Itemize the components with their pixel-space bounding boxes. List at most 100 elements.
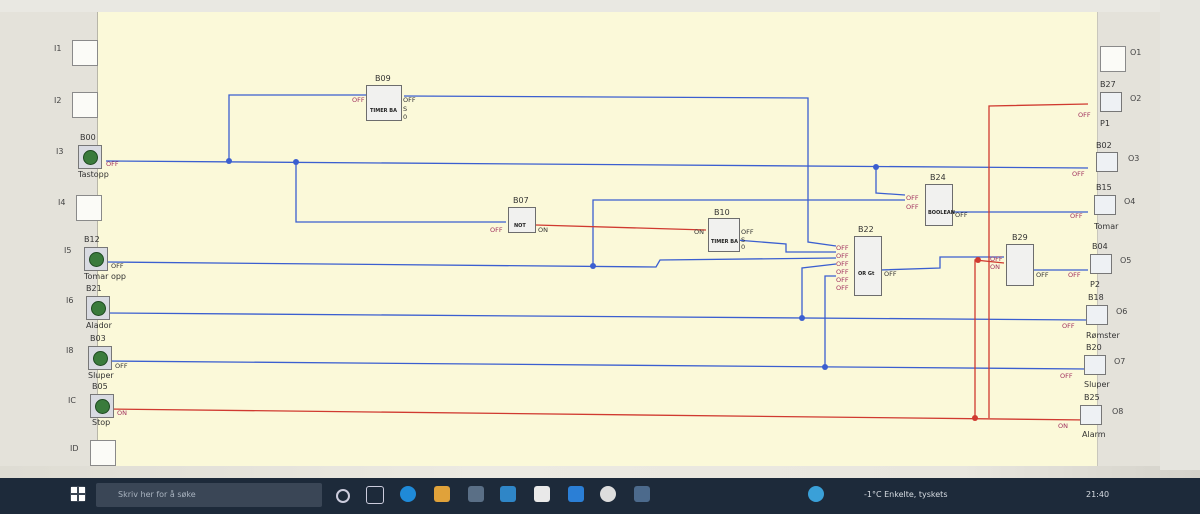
- signal-b03: OFF: [115, 362, 128, 370]
- block-id-b29: B29: [1012, 233, 1028, 242]
- pushbutton-b21[interactable]: [86, 296, 110, 320]
- signal-b10-out: OFF: [741, 228, 754, 236]
- timer-block-b09[interactable]: TIMER BA: [366, 85, 402, 121]
- search-placeholder: Skriv her for å søke: [118, 490, 196, 499]
- input-label-id: ID: [70, 444, 79, 453]
- output-icon-b02[interactable]: [1096, 152, 1118, 172]
- taskbar-search-box[interactable]: Skriv her for å søke: [96, 483, 322, 507]
- block-id-b25: B25: [1084, 393, 1100, 402]
- input-label-ic: IC: [68, 396, 76, 405]
- block-id-b20: B20: [1086, 343, 1102, 352]
- app-icon[interactable]: [600, 486, 616, 502]
- signal-b07-in: OFF: [490, 226, 503, 234]
- block-id-b09: B09: [375, 74, 391, 83]
- boolean-block-b24[interactable]: BOOLEAN: [925, 184, 955, 226]
- weather-icon[interactable]: [808, 486, 824, 502]
- caption-b27: P1: [1100, 119, 1110, 128]
- weather-text: -1°C Enkelte, tyskets: [864, 490, 948, 499]
- output-label-o7: O7: [1114, 357, 1126, 366]
- caption-b18: Rømster: [1086, 331, 1120, 340]
- signal-b20: OFF: [1060, 372, 1073, 380]
- caption-b00: Tastopp: [78, 170, 109, 179]
- caption-b05: Stop: [92, 418, 111, 427]
- windows-start-icon[interactable]: [70, 486, 86, 502]
- output-icon-b04[interactable]: [1090, 254, 1112, 274]
- signal-b27: OFF: [1078, 111, 1091, 119]
- clock-time[interactable]: 21:40: [1086, 490, 1110, 499]
- mail-icon[interactable]: [500, 486, 516, 502]
- signal-b24-out: OFF: [955, 211, 968, 219]
- block-id-b27: B27: [1100, 80, 1116, 89]
- caption-b21: Alador: [86, 321, 112, 330]
- signal-b29-in2: ON: [990, 263, 1000, 271]
- input-label-i1: I1: [54, 44, 62, 53]
- input-slot-id[interactable]: [90, 440, 116, 466]
- block-id-b24: B24: [930, 173, 946, 182]
- output-label-o3: O3: [1128, 154, 1140, 163]
- signal-b22-in3: OFF: [836, 260, 849, 268]
- param-b10-0: 0: [741, 243, 746, 251]
- signal-b22-out: OFF: [884, 270, 897, 278]
- input-label-i2: I2: [54, 96, 62, 105]
- logo-soft-icon[interactable]: [634, 486, 650, 502]
- output-panel: [1097, 12, 1161, 466]
- output-slot-o1[interactable]: [1100, 46, 1126, 72]
- cortana-icon[interactable]: [336, 489, 350, 503]
- diagram-workspace[interactable]: [97, 12, 1098, 466]
- input-slot-i4[interactable]: [76, 195, 102, 221]
- signal-b02: OFF: [1072, 170, 1085, 178]
- signal-b29-in1: OFF: [990, 255, 1003, 263]
- not-block-b07[interactable]: NOT: [508, 207, 536, 233]
- block-type: NOT: [514, 223, 526, 229]
- block-id-b00: B00: [80, 133, 96, 142]
- window-right-edge: [1160, 0, 1200, 470]
- input-slot-i1[interactable]: [72, 40, 98, 66]
- pushbutton-b05[interactable]: [90, 394, 114, 418]
- output-icon-b20[interactable]: [1084, 355, 1106, 375]
- signal-b25: ON: [1058, 422, 1068, 430]
- output-label-o4: O4: [1124, 197, 1136, 206]
- or-block-b22[interactable]: OR Gt: [854, 236, 882, 296]
- signal-b12: OFF: [111, 262, 124, 270]
- block-id-b05: B05: [92, 382, 108, 391]
- output-icon-b27[interactable]: [1100, 92, 1122, 112]
- output-icon-b25[interactable]: [1080, 405, 1102, 425]
- amazon-icon[interactable]: [534, 486, 550, 502]
- store-icon[interactable]: [468, 486, 484, 502]
- button-icon: [89, 252, 104, 267]
- file-explorer-icon[interactable]: [434, 486, 450, 502]
- param-b09-s: S: [403, 105, 408, 113]
- pushbutton-b03[interactable]: [88, 346, 112, 370]
- input-slot-i2[interactable]: [72, 92, 98, 118]
- dropbox-icon[interactable]: [568, 486, 584, 502]
- caption-b20: Sluper: [1084, 380, 1110, 389]
- block-id-b02: B02: [1096, 141, 1112, 150]
- window-top-strip: [0, 0, 1200, 12]
- output-label-o6: O6: [1116, 307, 1128, 316]
- input-label-i6: I6: [66, 296, 74, 305]
- edge-browser-icon[interactable]: [400, 486, 416, 502]
- signal-b04: OFF: [1068, 271, 1081, 279]
- input-panel: [0, 12, 97, 466]
- output-icon-b18[interactable]: [1086, 305, 1108, 325]
- input-label-i4: I4: [58, 198, 66, 207]
- timer-block-b10[interactable]: TIMER BA: [708, 218, 740, 252]
- block-id-b12: B12: [84, 235, 100, 244]
- logic-block-b29[interactable]: [1006, 244, 1034, 286]
- task-view-icon[interactable]: [366, 486, 384, 504]
- input-label-i3: I3: [56, 147, 64, 156]
- signal-b29-out: OFF: [1036, 271, 1049, 279]
- output-label-o8: O8: [1112, 407, 1124, 416]
- output-icon-b15[interactable]: [1094, 195, 1116, 215]
- caption-b25: Alarm: [1082, 430, 1106, 439]
- signal-b18: OFF: [1062, 322, 1075, 330]
- pushbutton-b12[interactable]: [84, 247, 108, 271]
- block-id-b18: B18: [1088, 293, 1104, 302]
- param-b10-s: S: [741, 236, 746, 244]
- signal-b10-in: ON: [694, 228, 704, 236]
- pushbutton-b00[interactable]: [78, 145, 102, 169]
- signal-b24-in1: OFF: [906, 194, 919, 202]
- signal-b05: ON: [117, 409, 127, 417]
